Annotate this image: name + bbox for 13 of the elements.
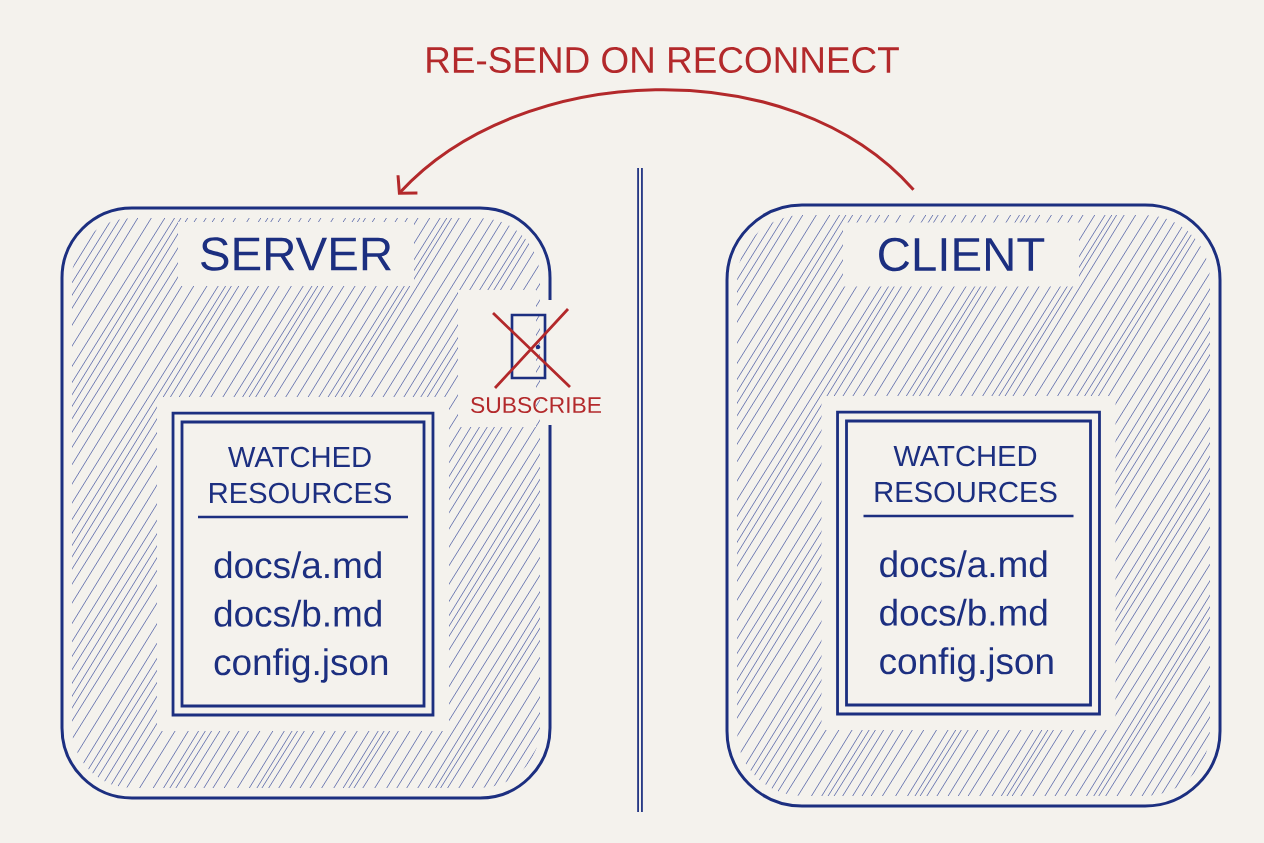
list-item: docs/a.md [880,550,1047,578]
curved-arrow [396,88,915,195]
list-item: docs/b.md [880,598,1047,626]
list-heading: WATCHED RESOURCES [875,445,1057,503]
list-item: docs/b.md [214,599,381,627]
list-item: docs/a.md [214,551,381,579]
warning-label: SUBSCRIBE [471,396,601,414]
list-item: config.json [214,648,388,683]
panel-title: CLIENT [879,237,1045,272]
list-heading: WATCHED RESOURCES [210,446,391,504]
panel-title: SERVER [201,237,391,271]
edge-label: RE-SEND ON RECONNECT [422,45,902,75]
list-item: config.json [880,647,1053,682]
